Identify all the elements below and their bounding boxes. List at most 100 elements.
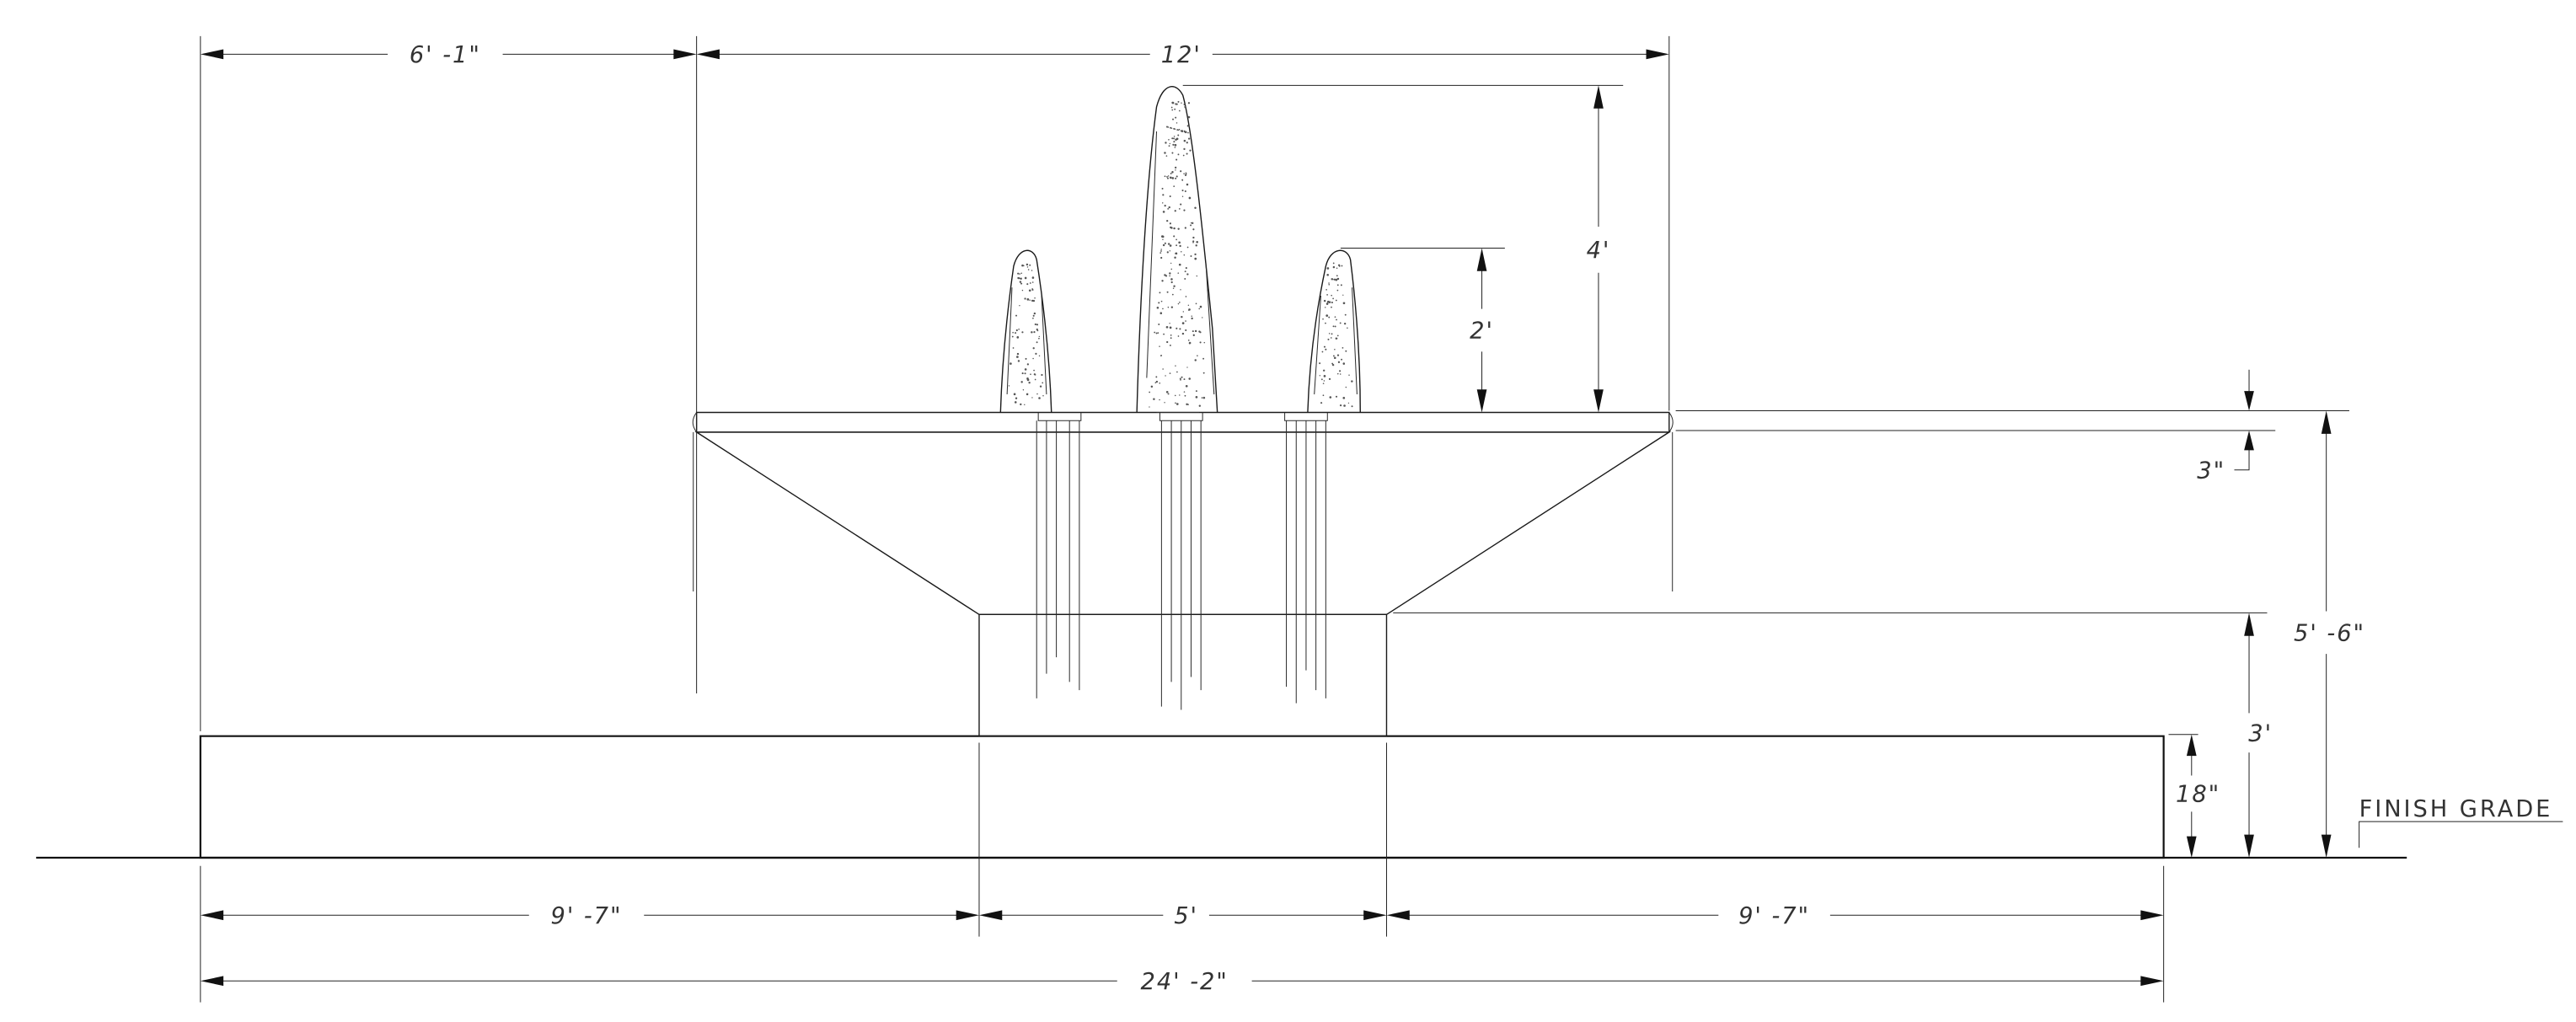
stipple-dot [1036,341,1038,344]
stipple-dot [1031,288,1034,292]
dim-rim-thickness-label: 3" [2197,457,2225,484]
stipple-dot [1032,357,1034,360]
stipple-dot [1172,118,1175,120]
stipple-dot [1031,331,1033,334]
stipple-dot [1351,380,1353,383]
stipple-dot [1167,243,1170,245]
stipple-dot [1173,235,1176,238]
stipple-dot [1162,211,1165,213]
stipple-dot [1169,195,1171,198]
stipple-dot [1334,316,1336,318]
stipple-dot [1171,109,1174,111]
stipple-dot [1176,327,1178,329]
stipple-dot [1162,202,1164,204]
stipple-dot [1160,355,1163,356]
stipple-dot [1164,402,1165,404]
stipple-dot [1188,341,1192,345]
stipple-dot [1020,403,1022,406]
stipple-dot [1032,299,1036,302]
stipple-dot [1158,323,1160,325]
stipple-dot [1012,347,1015,349]
stipple-dot [1187,102,1191,104]
stipple-dot [1170,126,1172,129]
stipple-dot [1326,273,1329,276]
stipple-dot [1150,385,1154,388]
stipple-dot [1327,338,1330,340]
stipple-dot [1351,405,1353,408]
stipple-dot [1155,376,1158,378]
stipple-dot [1344,313,1347,316]
dim-pedestal-height-label: 3' [2248,721,2273,747]
stipple-dot [1015,329,1018,332]
stipple-dot [1197,355,1198,356]
stipple-dot [1036,324,1039,326]
stipple-dot [1026,297,1030,301]
stipple-dot [1199,305,1202,308]
stipple-dot [1030,373,1031,376]
stipple-dot [1198,330,1201,333]
stipple-dot [1342,362,1346,365]
stipple-dot [1155,332,1158,334]
stipple-dot [1169,323,1170,324]
stipple-dot [1033,369,1035,372]
stipple-dot [1042,395,1044,397]
stipple-dot [1184,277,1186,280]
stipple-dot [1012,331,1014,334]
stipple-dot [1179,328,1181,330]
stipple-dot [1170,268,1173,270]
stipple-dot [1343,404,1346,407]
stipple-dot [1192,242,1194,243]
stipple-dot [1029,264,1031,266]
stipple-dot [1340,284,1342,286]
stipple-dot [1186,246,1189,249]
stipple-dot [1183,173,1185,174]
dim-bowl-total-height: 5' -6" [2294,410,2364,858]
stipple-dot [1174,143,1177,147]
stipple-dot [1173,185,1176,188]
stipple-dot [1202,396,1206,399]
stipple-dot [1333,356,1336,360]
stipple-dot [1176,158,1178,161]
stipple-dot [1336,267,1338,270]
stipple-dot [1155,380,1159,383]
stipple-dot [1019,305,1020,307]
stipple-dot [1184,394,1186,397]
stipple-dot [1177,100,1180,103]
stipple-dot [1343,323,1347,325]
stipple-dot [1167,393,1170,395]
stipple-dot [1170,227,1173,229]
stipple-dot [1172,143,1175,146]
stipple-dot [1166,251,1169,254]
stipple-dot [1021,264,1024,267]
stipple-dot [1178,208,1181,210]
stipple-dot [1177,272,1180,274]
stipple-dot [1018,328,1020,330]
stipple-dot [1347,327,1348,329]
stipple-dot [1031,299,1034,302]
stipple-dot [1169,326,1172,329]
stipple-dot [1167,207,1170,210]
stipple-dot [1169,176,1172,179]
stipple-dot [1331,294,1332,297]
stipple-dot [1177,153,1180,156]
stipple-dot [1171,177,1175,179]
stipple-dot [1328,316,1331,318]
stipple-dot [1020,381,1023,383]
stipple-dot [1183,378,1186,381]
stipple-dot [1008,385,1010,387]
stipple-dot [1176,122,1178,124]
stipple-dot [1181,322,1185,324]
stipple-dot [1031,270,1033,271]
stipple-dot [1182,154,1185,157]
stipple-dot [1162,368,1164,370]
stipple-dot [1031,276,1035,279]
fountain-bowl [693,412,1673,614]
stipple-dot [1201,397,1203,399]
stipple-dot [1336,284,1339,286]
stipple-dot [1195,244,1197,247]
stipple-dot [1323,380,1325,382]
stipple-dot [1187,131,1189,134]
jet-stipple-texture [1008,100,1353,408]
stipple-dot [1181,251,1182,253]
stipple-dot [1160,300,1163,302]
